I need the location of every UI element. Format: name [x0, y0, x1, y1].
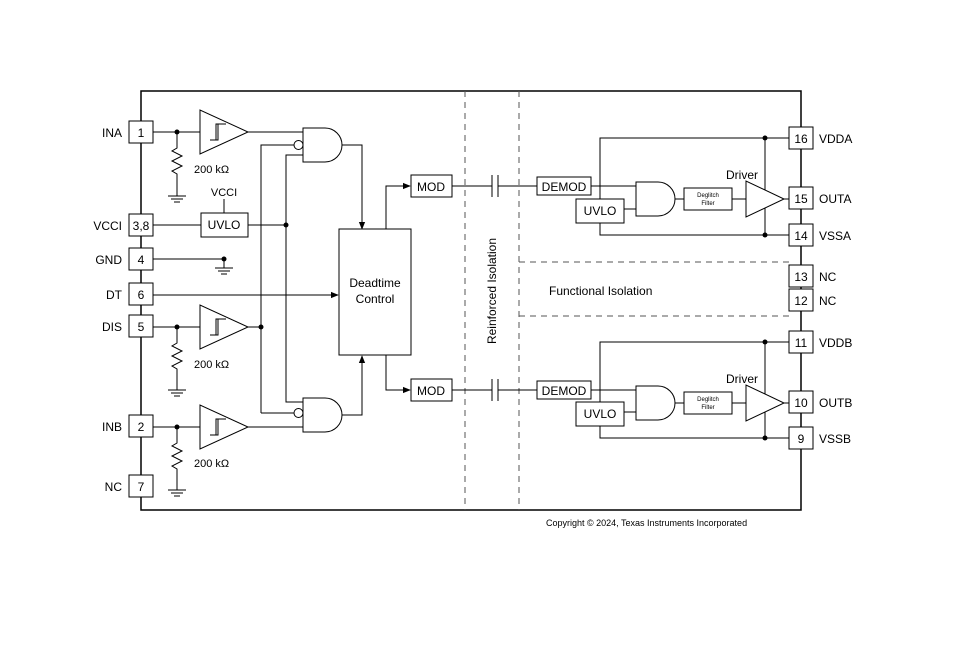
pin-number: 16 [794, 132, 808, 146]
pin-name: OUTB [819, 396, 852, 410]
and-gate-b-icon [293, 397, 343, 433]
pin-number: 7 [138, 480, 145, 494]
pin-name: VSSB [819, 432, 851, 446]
pin-number: 14 [794, 229, 808, 243]
pin-nc-13: 13 NC [788, 264, 837, 288]
pin-number: 15 [794, 192, 808, 206]
pin-name: VCCI [93, 219, 122, 233]
pin-name: VSSA [819, 229, 851, 243]
pin-name: GND [95, 253, 122, 267]
pin-number: 10 [794, 396, 808, 410]
pin-dis: DIS 5 [102, 314, 154, 338]
uvlo-b-label: UVLO [584, 407, 617, 421]
chip-outline [140, 90, 802, 511]
demod-a-label: DEMOD [542, 180, 587, 194]
pin-name: DIS [102, 320, 122, 334]
deadtime-to-mod-a [385, 182, 411, 229]
demod-b-label: DEMOD [542, 384, 587, 398]
ground-icon [215, 267, 233, 275]
pin-name: DT [106, 288, 123, 302]
mod-b-block: MOD [410, 378, 453, 402]
gate-a-to-deadtime [342, 144, 366, 230]
pin-dt: DT 6 [106, 282, 154, 306]
pin-number: 3,8 [133, 219, 150, 233]
pin-vssa: 14 VSSA [788, 223, 851, 247]
vcci-uvlo-block: VCCI UVLO [153, 187, 289, 275]
deadtime-label-line2: Control [356, 292, 395, 306]
deadtime-label-line1: Deadtime [349, 276, 401, 290]
schmitt-buffer-b-icon [199, 404, 250, 450]
deglitch-b-line2: Filter [701, 405, 714, 411]
pin-number: 9 [798, 432, 805, 446]
pin-name: OUTA [819, 192, 851, 206]
uvlo-enable-line [285, 154, 303, 403]
pin-vdda: 16 VDDA [788, 126, 852, 150]
pin-vddb: 11 VDDB [788, 330, 852, 354]
deadtime-control-block: Deadtime Control [338, 228, 412, 356]
pin-vssb: 9 VSSB [788, 426, 851, 450]
pin-number: 1 [138, 126, 145, 140]
and-gate-out-b-icon [635, 385, 676, 421]
uvlo-a-label: UVLO [584, 204, 617, 218]
resistor-label-dis: 200 kΩ [194, 359, 229, 371]
pin-name: VDDB [819, 336, 852, 350]
disable-path: 200 kΩ [153, 144, 294, 414]
deglitch-a-line2: Filter [701, 201, 714, 207]
pin-number: 4 [138, 253, 145, 267]
resistor-label-b: 200 kΩ [194, 458, 229, 470]
pin-vcci: VCCI 3,8 [93, 213, 154, 237]
uvlo-input-label: UVLO [208, 218, 241, 232]
pin-name: VDDA [819, 132, 852, 146]
isolation-capacitor-a-icon [452, 175, 537, 197]
pin-ina: INA 1 [102, 120, 154, 144]
isolation-capacitor-b-icon [452, 379, 537, 401]
pin-name: INB [102, 420, 122, 434]
pin-name: INA [102, 126, 122, 140]
pin-number: 6 [138, 288, 145, 302]
pin-number: 2 [138, 420, 145, 434]
pin-outa: 15 OUTA [788, 186, 851, 210]
and-gate-out-a-icon [635, 181, 676, 217]
ground-icon [168, 389, 186, 397]
deadtime-to-mod-b [385, 355, 411, 394]
ground-icon [168, 195, 186, 203]
and-gate-a-icon [293, 127, 343, 163]
schmitt-buffer-a-icon [199, 109, 250, 155]
output-b-path: DEMOD UVLO Deglitch Filter Driver [536, 339, 789, 441]
pin-number: 12 [794, 294, 808, 308]
mod-a-block: MOD [410, 174, 453, 198]
mod-b-label: MOD [417, 384, 445, 398]
pin-gnd: GND 4 [95, 247, 154, 271]
input-a-path: 200 kΩ [153, 109, 303, 203]
mod-a-label: MOD [417, 180, 445, 194]
resistor-label-a: 200 kΩ [194, 164, 229, 176]
pin-number: 13 [794, 270, 808, 284]
vcci-label: VCCI [211, 187, 237, 199]
driver-b-label: Driver [726, 372, 758, 386]
deglitch-a-line1: Deglitch [697, 193, 719, 199]
gate-b-to-deadtime [342, 355, 366, 416]
pin-nc-12: 12 NC [788, 288, 837, 312]
pin-name: NC [819, 270, 837, 284]
copyright-notice: Copyright © 2024, Texas Instruments Inco… [546, 518, 747, 528]
pin-number: 5 [138, 320, 145, 334]
pin-inb: INB 2 [102, 414, 154, 438]
pin-nc-left: NC 7 [105, 474, 154, 498]
pin-outb: 10 OUTB [788, 390, 852, 414]
functional-isolation-label: Functional Isolation [549, 284, 652, 298]
uvlo-a [575, 198, 625, 224]
output-a-path: DEMOD UVLO Deglitch Filter Driver [536, 135, 789, 238]
pin-name: NC [105, 480, 123, 494]
deglitch-b-line1: Deglitch [697, 397, 719, 403]
input-b-path: 200 kΩ [153, 404, 303, 497]
pin-name: NC [819, 294, 837, 308]
ground-icon [168, 489, 186, 497]
driver-a-label: Driver [726, 168, 758, 182]
pin-number: 11 [795, 336, 808, 350]
reinforced-isolation-label: Reinforced Isolation [485, 238, 499, 344]
schmitt-buffer-dis-icon [199, 304, 250, 350]
